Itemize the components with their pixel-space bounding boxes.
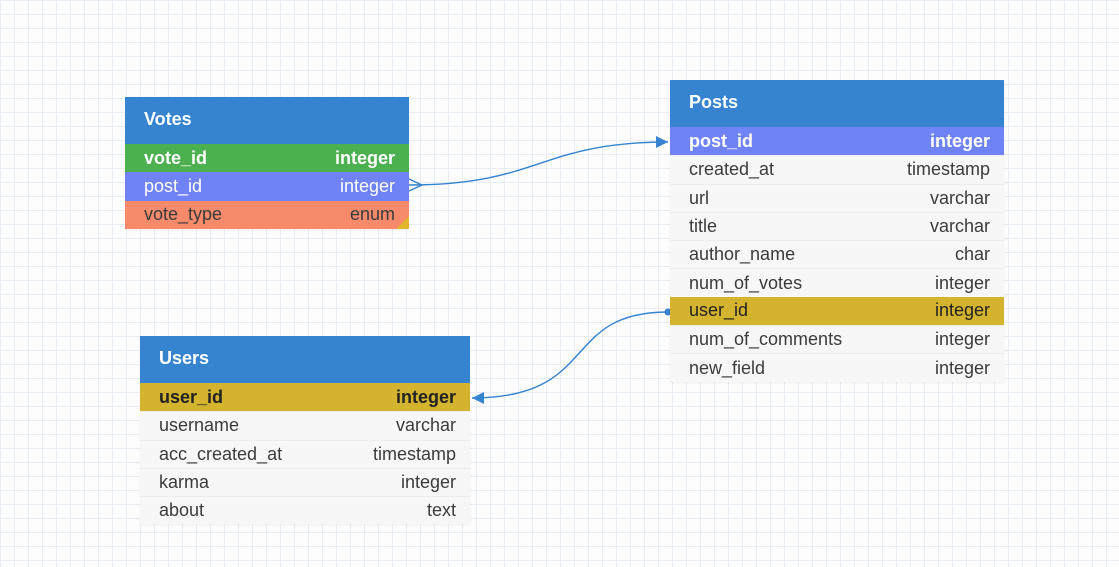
column-type: integer [934,357,990,378]
enum-marker-icon [396,215,409,229]
table-row[interactable]: username varchar [140,411,470,439]
column-name: user_id [689,300,749,321]
crowfoot-icon [408,178,424,192]
column-name: user_id [159,386,224,407]
column-name: url [689,187,710,208]
column-name: num_of_votes [689,272,803,293]
table-header[interactable]: Users [140,336,470,383]
column-name: username [159,415,240,436]
column-name: vote_type [144,204,223,225]
table-row[interactable]: num_of_comments integer [670,325,1004,353]
column-name: karma [159,472,210,493]
table-row[interactable]: vote_id integer [125,144,409,173]
column-name: vote_id [144,147,208,168]
table-row[interactable]: author_name char [670,240,1004,268]
column-type: integer [395,386,456,407]
column-name: title [689,216,718,237]
column-type: varchar [929,187,990,208]
column-type: enum [349,204,395,225]
column-name: new_field [689,357,766,378]
table-row[interactable]: user_id integer [670,296,1004,326]
column-name: post_id [144,175,203,196]
table-posts[interactable]: Posts post_id integer created_at timesta… [670,80,1004,382]
column-name: created_at [689,159,775,180]
connector-posts-users[interactable] [471,311,669,399]
arrowhead-icon [472,392,484,404]
column-type: timestamp [372,443,456,464]
column-type: varchar [929,216,990,237]
table-row[interactable]: karma integer [140,467,470,496]
column-name: post_id [689,130,754,151]
table-row[interactable]: about text [140,496,470,524]
column-type: integer [400,472,456,493]
column-type: integer [339,175,395,196]
column-name: num_of_comments [689,329,843,350]
table-row[interactable]: post_id integer [125,172,409,201]
column-type: text [426,500,456,521]
column-name: acc_created_at [159,443,283,464]
table-row[interactable]: title varchar [670,211,1004,240]
column-name: about [159,500,205,521]
column-type: integer [929,130,990,151]
connector-votes-posts[interactable] [408,141,669,186]
arrowhead-icon [656,136,668,148]
column-type: integer [934,272,990,293]
table-row[interactable]: post_id integer [670,127,1004,156]
column-type: integer [934,329,990,350]
table-row[interactable]: num_of_votes integer [670,268,1004,296]
table-header[interactable]: Posts [670,80,1004,127]
table-header[interactable]: Votes [125,97,409,144]
table-row[interactable]: new_field integer [670,353,1004,381]
column-type: char [954,244,990,265]
column-type: varchar [395,415,456,436]
table-row[interactable]: created_at timestamp [670,155,1004,183]
column-type: timestamp [906,159,990,180]
table-row[interactable]: url varchar [670,183,1004,212]
column-name: author_name [689,244,796,265]
table-row[interactable]: vote_type enum [125,200,409,229]
table-users[interactable]: Users user_id integer username varchar a… [140,336,470,525]
table-row[interactable]: user_id integer [140,383,470,412]
column-type: integer [334,147,395,168]
table-row[interactable]: acc_created_at timestamp [140,439,470,468]
column-type: integer [934,300,990,321]
table-votes[interactable]: Votes vote_id integer post_id integer vo… [125,97,409,229]
